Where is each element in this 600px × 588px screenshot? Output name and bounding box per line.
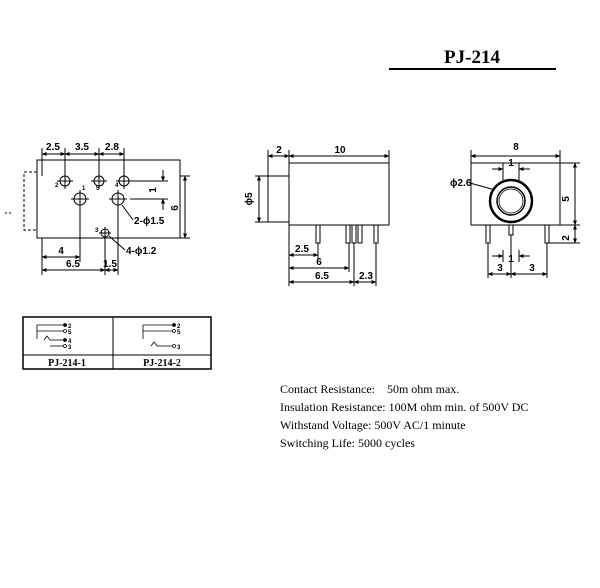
jack-body-outline xyxy=(36,159,181,239)
svg-text:5: 5 xyxy=(68,330,72,336)
front-body xyxy=(470,162,561,226)
spec-withstand-voltage: Withstand Voltage: 500V AC/1 minute xyxy=(280,418,466,432)
dim-front-5: 5 xyxy=(561,196,572,202)
dim-side-phi5: ϕ5 xyxy=(244,192,255,205)
dim-1-vertical: 1 xyxy=(148,187,159,193)
dim-side-6-5: 6.5 xyxy=(315,271,329,282)
dim-front-phi2-6: ϕ2.6 xyxy=(450,178,472,189)
variants-table-labels: 2 5 4 3 2 5 3 PJ-214-1 PJ-214-2 xyxy=(48,324,181,369)
dim-front-3-left: 3 xyxy=(497,263,503,274)
dim-front-8: 8 xyxy=(513,142,519,153)
pin-label-1: 1 xyxy=(82,186,86,192)
dim-4: 4 xyxy=(58,246,64,257)
svg-text:3: 3 xyxy=(177,345,181,351)
front-bore-outer xyxy=(488,178,534,224)
dim-side-2-5: 2.5 xyxy=(295,244,309,255)
part-title: PJ-214 xyxy=(444,47,500,68)
pin-label-5: 5 xyxy=(96,186,100,192)
schematic-pj-214-1 xyxy=(36,323,67,348)
dim-side-2: 2 xyxy=(276,145,282,156)
spec-insulation-resistance: Insulation Resistance: 100M ohm min. of … xyxy=(280,400,528,414)
pin-layout-view xyxy=(5,148,190,275)
dim-6-vertical: 6 xyxy=(170,205,181,211)
specifications: Contact Resistance: 50m ohm max. Insulat… xyxy=(280,382,528,450)
side-view-labels: 2 10 ϕ5 2.5 6 6.5 2.3 xyxy=(244,145,373,282)
pin-hole-2 xyxy=(57,173,73,189)
variants-table xyxy=(22,316,212,370)
title-block: PJ-214 xyxy=(389,47,556,70)
front-view-labels: 8 1 ϕ2.6 5 2 1 3 3 xyxy=(450,142,572,274)
dim-2-5: 2.5 xyxy=(46,142,60,153)
pin-hole-5 xyxy=(91,173,107,189)
svg-text:3: 3 xyxy=(68,345,72,351)
dim-front-1-bottom: 1 xyxy=(508,254,514,265)
dim-side-2-3: 2.3 xyxy=(359,271,373,282)
pin-label-3: 3 xyxy=(95,228,99,234)
spec-contact-resistance: Contact Resistance: 50m ohm max. xyxy=(280,382,459,396)
svg-text:2: 2 xyxy=(68,324,72,330)
svg-text:2: 2 xyxy=(177,324,181,330)
callout-4-phi-1-2: 4-ϕ1.2 xyxy=(126,246,157,257)
spec-switching-life: Switching Life: 5000 cycles xyxy=(280,436,415,450)
pin-hole-4 xyxy=(116,173,132,189)
dim-front-2: 2 xyxy=(561,235,572,241)
dim-front-1-top: 1 xyxy=(508,158,514,169)
side-nose xyxy=(267,175,290,223)
dim-side-6: 6 xyxy=(316,257,322,268)
dim-3-5: 3.5 xyxy=(75,142,89,153)
variant-label-pj-214-2: PJ-214-2 xyxy=(143,358,181,369)
dim-2-8: 2.8 xyxy=(105,142,119,153)
pin-label-2: 2 xyxy=(55,183,59,189)
dim-side-10: 10 xyxy=(334,145,346,156)
dim-1-5: 1.5 xyxy=(103,259,117,270)
pin-label-4: 4 xyxy=(115,183,119,189)
front-bore-inner xyxy=(496,186,526,216)
jack-nose-outline xyxy=(23,171,37,231)
svg-text:4: 4 xyxy=(68,339,72,345)
variant-label-pj-214-1: PJ-214-1 xyxy=(48,358,86,369)
svg-text:5: 5 xyxy=(177,330,181,336)
schematic-pj-214-2 xyxy=(142,323,176,348)
front-view xyxy=(469,150,580,278)
dim-front-3-right: 3 xyxy=(529,263,535,274)
side-view xyxy=(255,150,390,286)
side-body xyxy=(288,162,390,226)
dim-6-5: 6.5 xyxy=(66,259,80,270)
pin-layout-view-labels: 2.5 3.5 2.8 2 5 4 1 3 1 6 2-ϕ1.5 4-ϕ1.2 … xyxy=(46,142,181,270)
callout-2-phi-1-5: 2-ϕ1.5 xyxy=(134,216,165,227)
pin-hole-3 xyxy=(99,227,111,239)
